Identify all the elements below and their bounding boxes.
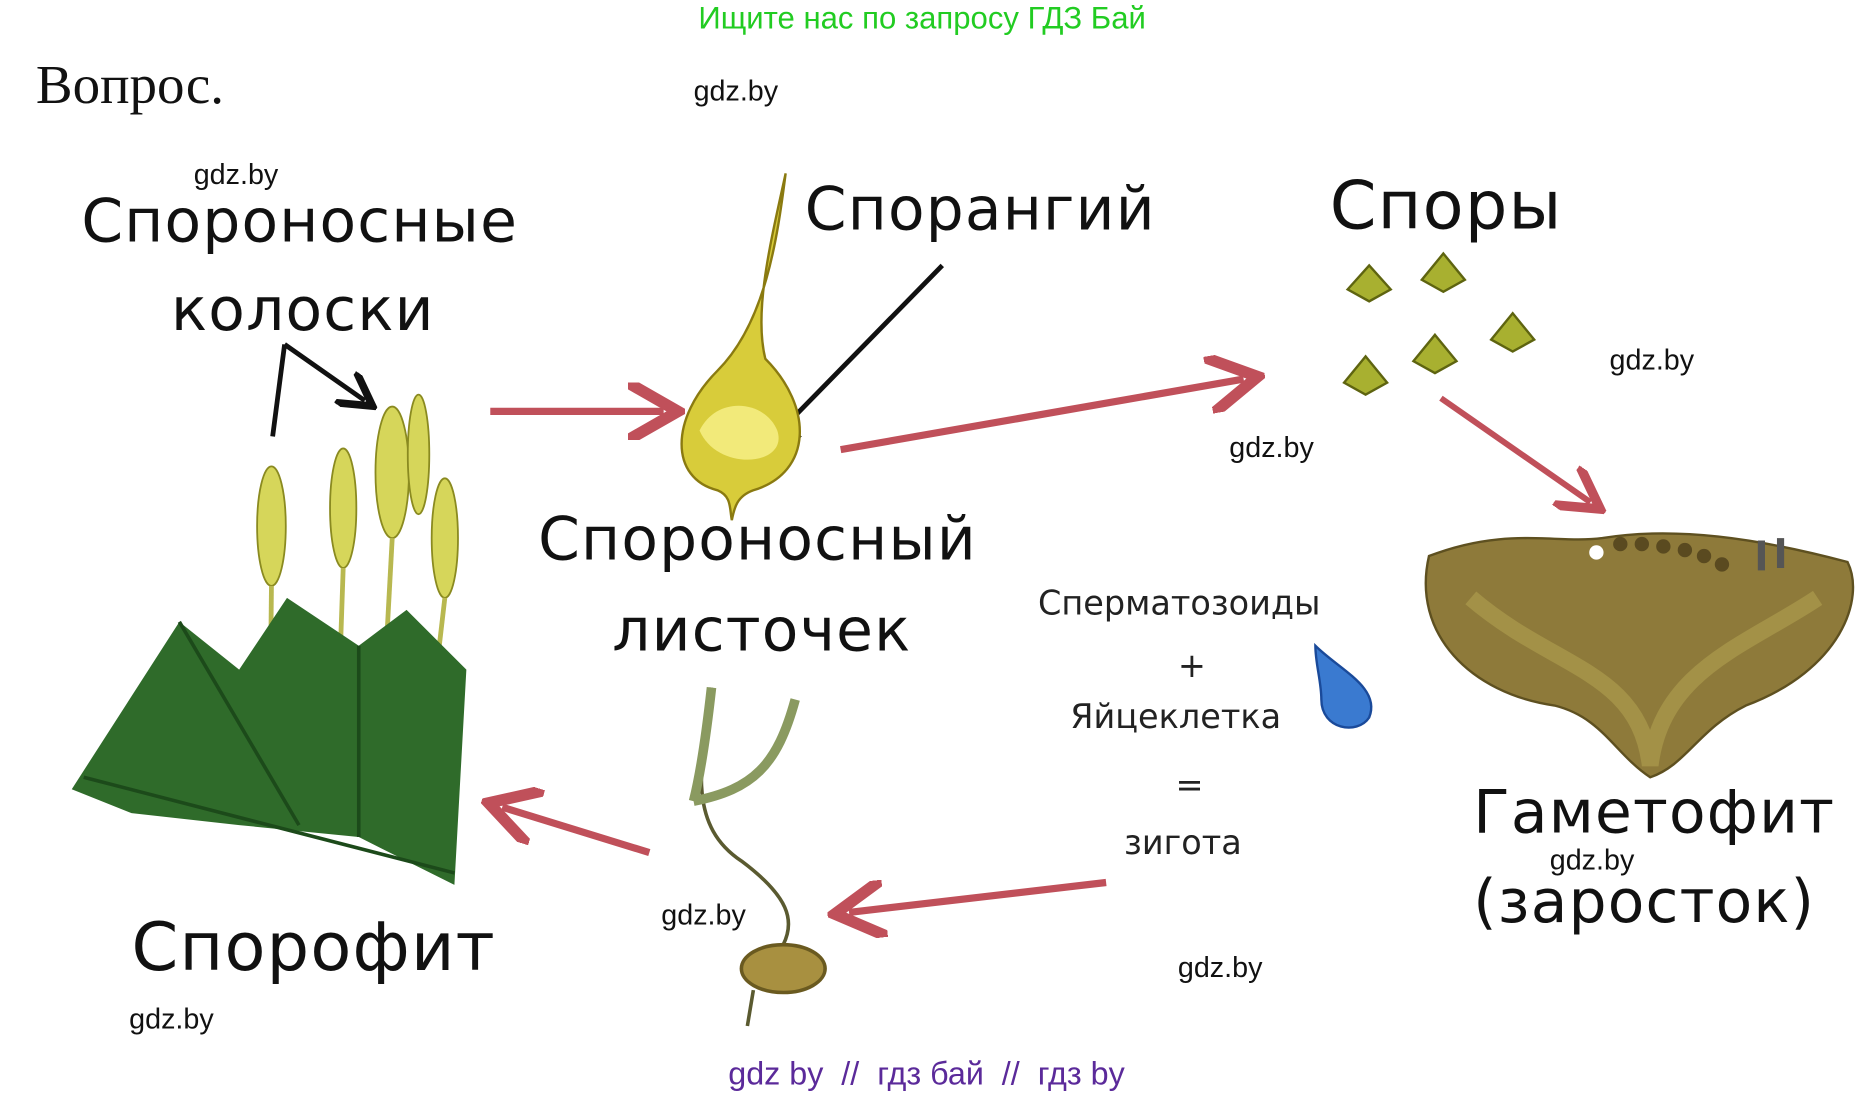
label-egg: Яйцеклетка: [1070, 697, 1282, 737]
footer-links[interactable]: gdz by // гдз бай // гдз by: [728, 1055, 1125, 1092]
arrow-to-spikes: [270, 342, 365, 437]
label-gametophyte: Гаметофит: [1473, 777, 1836, 847]
label-equals: =: [1175, 765, 1204, 805]
spores-illustration: [1342, 251, 1537, 396]
arrow-spores-to-gametophyte: [1439, 395, 1590, 502]
watermark: gdz.by: [1229, 431, 1314, 464]
label-plus: +: [1177, 645, 1206, 686]
label-spore-spikes-line2: колоски: [170, 275, 435, 345]
label-spores: Споры: [1329, 167, 1563, 246]
arrow-seedling-to-sporophyte: [502, 807, 651, 857]
label-sporophyll-line2: листочек: [612, 595, 912, 665]
arrow-zygote-to-seedling: [849, 878, 1107, 913]
water-drop-icon: [1314, 642, 1373, 729]
seedling-illustration: [688, 687, 827, 1027]
label-prothallus: (заросток): [1473, 866, 1816, 937]
question-heading: Вопрос.: [35, 53, 225, 115]
watermark: gdz.by: [193, 159, 279, 192]
label-spore-spikes-line1: Спороносные: [81, 186, 519, 256]
label-sporangium: Спорангий: [804, 174, 1156, 244]
watermark: gdz.by: [693, 75, 779, 108]
label-sperm: Сперматозоиды: [1037, 583, 1321, 624]
label-sporophyte: Спорофит: [131, 908, 496, 987]
label-zygote: зигота: [1124, 822, 1242, 863]
watermark: gdz.by: [129, 1003, 214, 1036]
watermark: gdz.by: [661, 899, 746, 932]
watermark: gdz.by: [1177, 951, 1263, 985]
sporophyll-illustration: [680, 173, 801, 521]
search-banner[interactable]: Ищите нас по запросу ГДЗ Бай: [698, 0, 1146, 36]
watermark: gdz.by: [1609, 344, 1695, 377]
arrow-sporangium-to-spores: [840, 379, 1244, 454]
gametophyte-illustration: [1424, 532, 1855, 779]
label-sporophyll-line1: Спороносный: [538, 504, 977, 574]
watermark: gdz.by: [1549, 844, 1635, 877]
sporophyte-illustration: [71, 393, 467, 885]
arrow-to-sporangium: [771, 263, 944, 440]
